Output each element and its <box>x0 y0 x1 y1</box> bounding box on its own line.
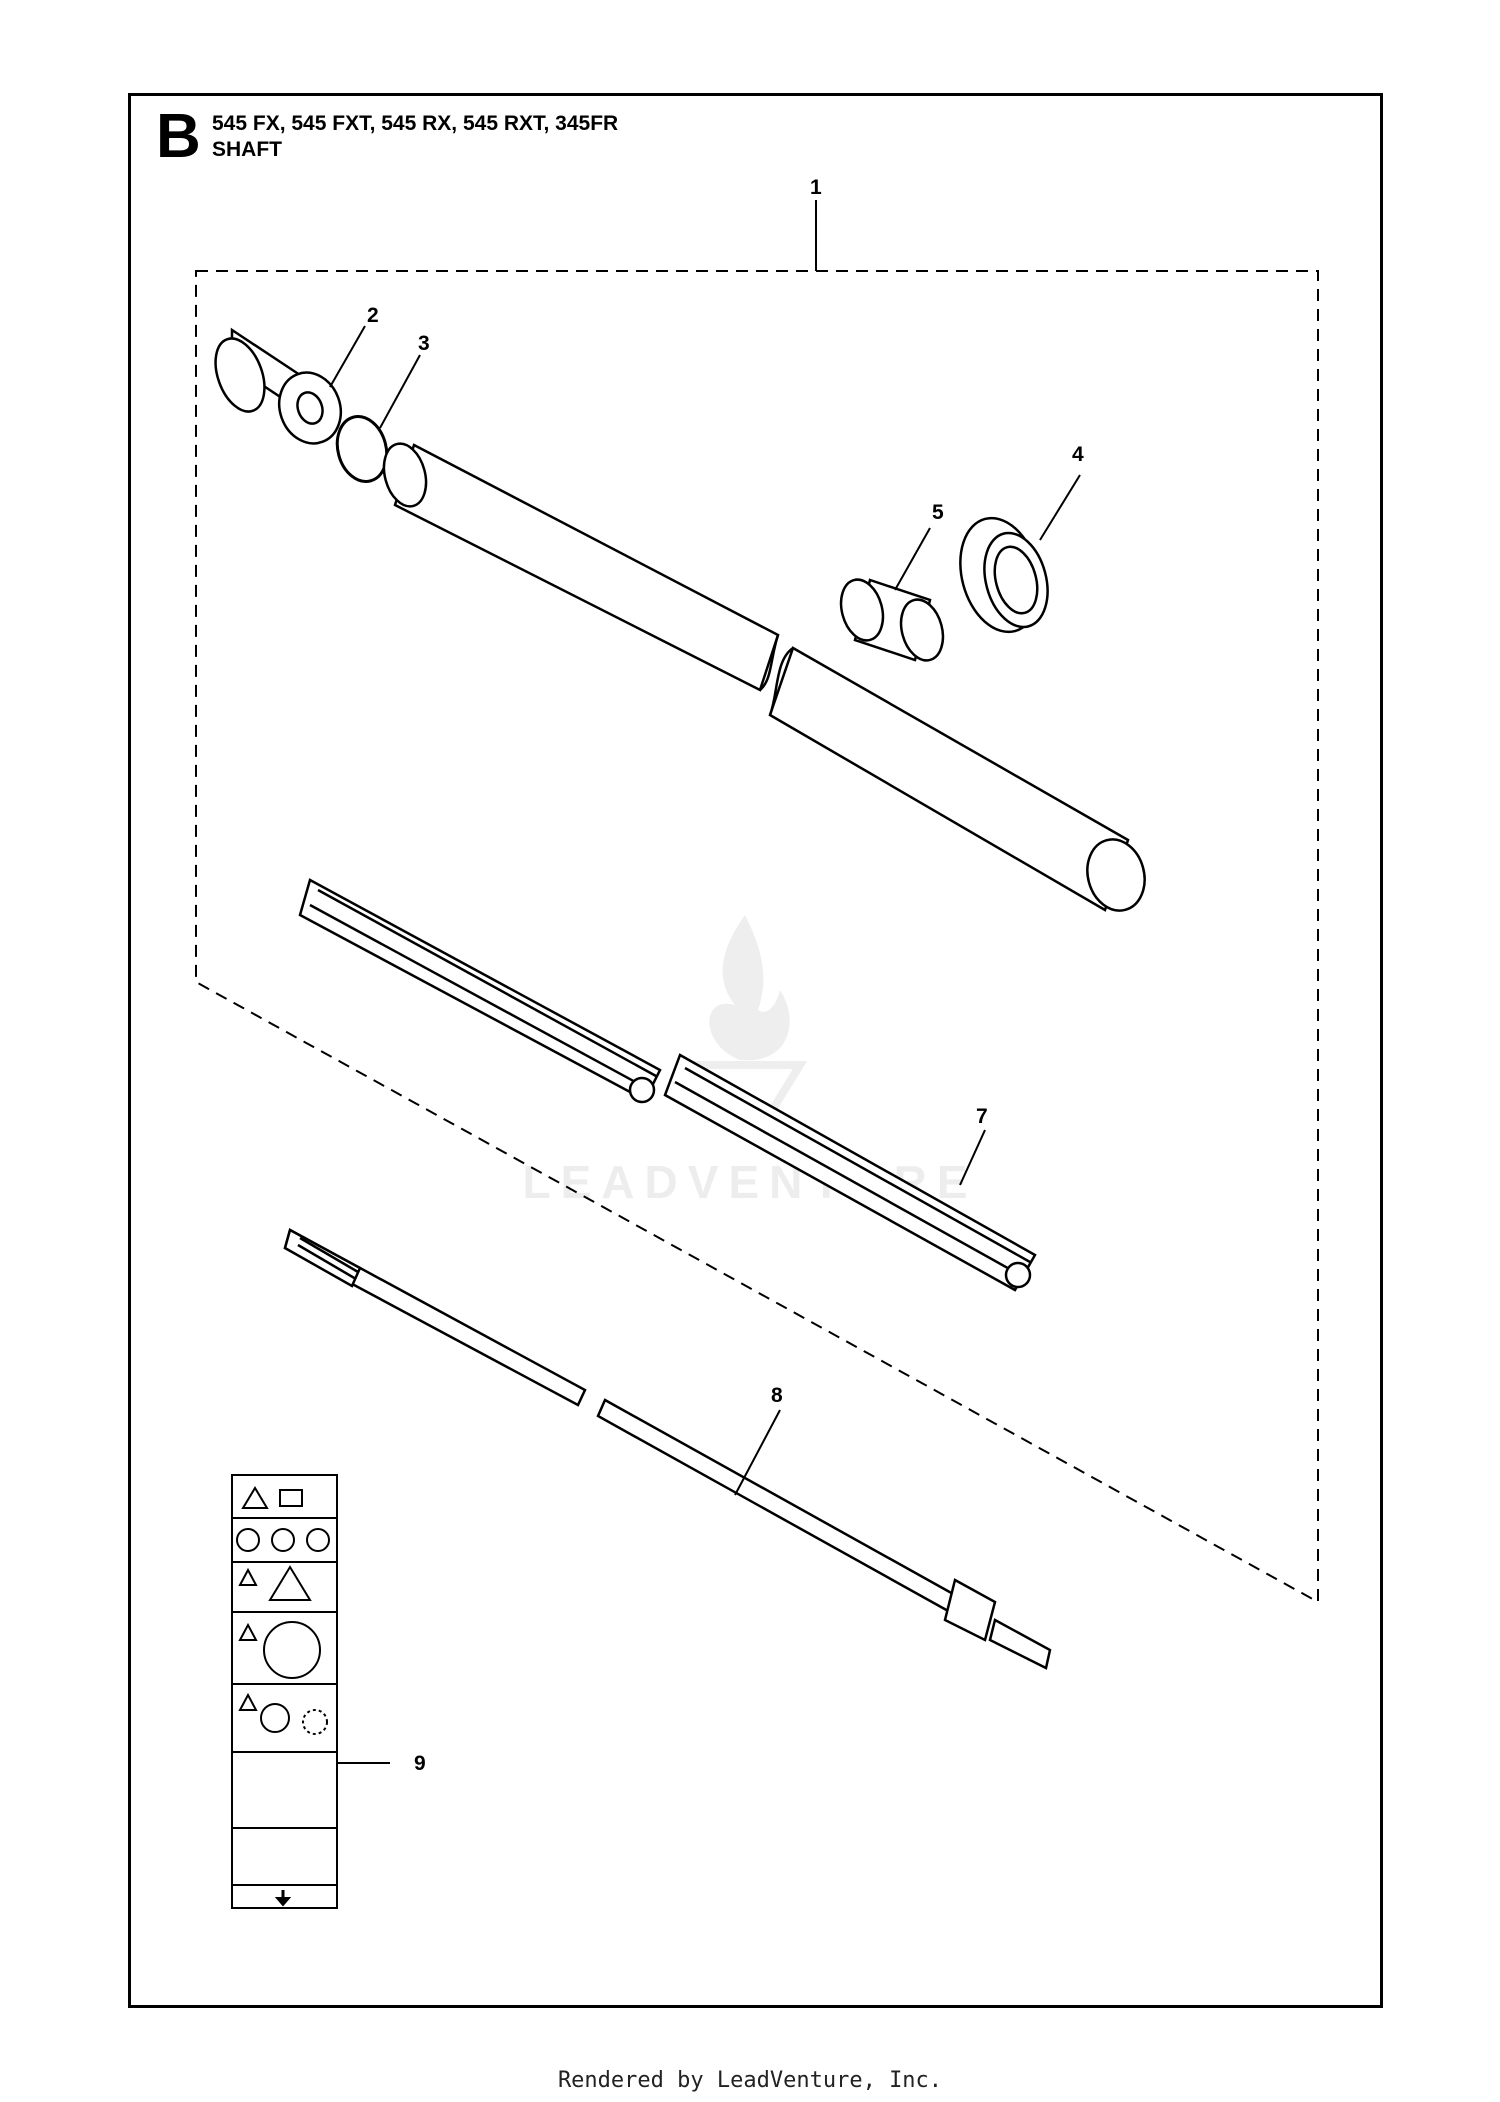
callout-4: 4 <box>1072 443 1084 466</box>
o-ring-part <box>335 415 389 483</box>
leader-line-8 <box>734 1409 781 1496</box>
warning-triangle-icon <box>241 1486 269 1509</box>
sleeve-part <box>839 578 945 662</box>
warning-decal-part <box>231 1474 338 1909</box>
liner-part <box>298 878 1037 1292</box>
section-subtitle: SHAFT <box>212 138 282 161</box>
callout-2: 2 <box>367 304 379 327</box>
footer-credit: Rendered by LeadVenture, Inc. <box>557 2068 943 2093</box>
safety-distance-icon <box>263 1621 321 1679</box>
clamp-nut-part <box>959 516 1049 634</box>
callout-5: 5 <box>932 501 944 524</box>
thrown-objects-icon <box>268 1565 312 1601</box>
bushing-part <box>214 327 343 445</box>
warning-triangle-icon-2 <box>238 1567 258 1586</box>
callout-8: 8 <box>771 1384 783 1407</box>
leader-line-3 <box>379 354 421 429</box>
diagram-frame <box>128 93 1383 2008</box>
tube-lower-part <box>768 646 1146 912</box>
glove-icon <box>271 1528 295 1552</box>
callout-7: 7 <box>976 1105 988 1128</box>
leader-line-2 <box>329 325 366 388</box>
warning-triangle-icon-4 <box>238 1692 258 1711</box>
warning-triangle-icon-3 <box>238 1622 258 1641</box>
callout-1: 1 <box>810 176 822 199</box>
leader-line-7 <box>959 1129 986 1186</box>
manual-book-icon <box>279 1489 303 1507</box>
section-letter: B <box>156 102 201 171</box>
blade-rotation-icon <box>260 1703 290 1733</box>
drive-shaft-part <box>283 1228 1052 1670</box>
model-list: 545 FX, 545 FXT, 545 RX, 545 RXT, 345FR <box>212 112 619 135</box>
boot-icon <box>306 1528 330 1552</box>
callout-3: 3 <box>418 332 430 355</box>
tube-upper-part <box>382 442 780 692</box>
helmet-icon <box>236 1528 260 1552</box>
callout-9: 9 <box>414 1752 426 1775</box>
leader-line-4 <box>1039 474 1081 541</box>
leader-line-5 <box>894 527 931 591</box>
stop-blade-icon <box>302 1709 328 1735</box>
group-boundary-dashed <box>195 270 1319 1604</box>
